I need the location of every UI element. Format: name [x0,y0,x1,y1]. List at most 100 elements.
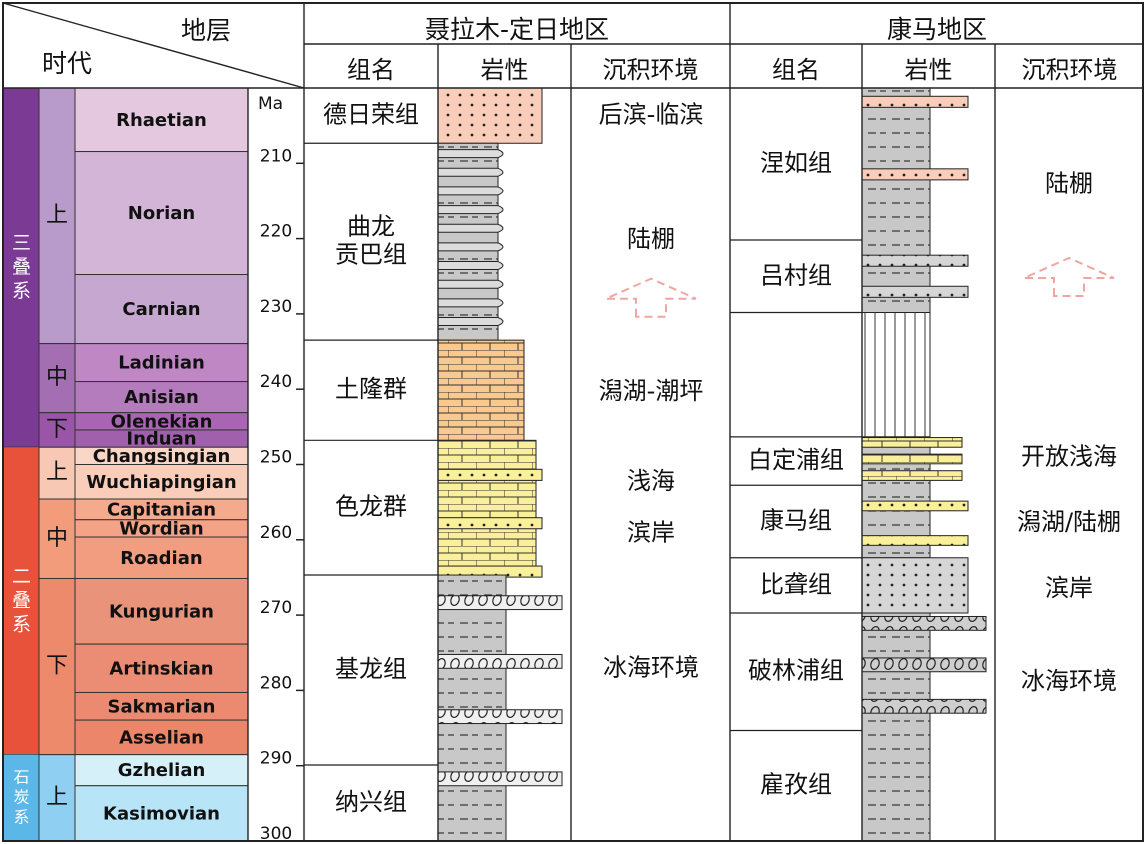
stage-name: Wordian [119,518,203,539]
era-label: 时代 [42,49,93,78]
kangmar-formation-name: 雇孜组 [760,771,832,799]
series-name: 下 [46,417,68,442]
time-tick-label: 270 [260,598,292,618]
nyalam-sand-lens [437,316,504,326]
kangmar-formation-name: 白定浦组 [748,446,844,474]
nyalam-formation-name: 色龙群 [335,493,407,521]
kangmar-diamictite-band-pattern [862,616,986,631]
stage-cell [74,274,249,345]
kangmar-formation-name: 吕村组 [760,261,832,289]
system-name-char: 炭 [13,787,29,806]
nyalam-sand-band-pattern [438,469,542,481]
nyalam-environment-label: 陆棚 [627,225,675,253]
kangmar-environment-label: 潟湖/陆棚 [1017,508,1121,536]
stage-name: Olenekian [111,411,213,432]
kangmar-environment-label: 滨岸 [1045,574,1093,602]
kangmar-sand-band-pattern [862,501,968,511]
kangmar-dolomite-band-pattern [862,437,962,448]
nyalam-sand-lens [437,261,504,271]
nyalam-environment-label: 滨岸 [627,519,675,547]
nyalam-diamictite-band-pattern [438,771,562,786]
time-tick-label: 210 [260,146,292,166]
stage-name: Kungurian [109,601,214,622]
stage-name: Kasimovian [103,803,220,824]
kangmar-sand-band-pattern [862,535,968,546]
nyalam-environment-label: 潟湖-潮坪 [599,377,704,405]
stage-cell [74,343,249,383]
time-tick-label: 260 [260,523,292,543]
nyalam-diamictite-band-pattern [438,709,562,724]
kangmar-formation-name: 康马组 [760,506,832,534]
stage-name: Norian [128,203,195,224]
stage-cell [74,719,249,756]
stage-name: Wuchiapingian [86,472,236,493]
timescale-unit: Ma [258,94,284,114]
stage-name: Sakmarian [108,696,216,717]
nyalam-diamictite-band-pattern [438,654,562,669]
series-name: 中 [46,526,68,551]
system-cell [4,754,39,841]
stage-cell [74,691,249,721]
time-tick-label: 300 [260,824,292,844]
system-cell [4,88,39,448]
kangmar-environment-label: 开放浅海 [1021,443,1117,471]
stage-cell [74,536,249,579]
series-cell [38,577,76,756]
nyalam-limestone-bed-pattern [438,340,524,441]
col-lithology-2: 岩性 [904,56,953,84]
system-name-char: 二 [12,565,31,587]
nyalam-sand-lens [437,223,504,233]
nyalam-formation-name: 曲龙 [347,213,395,241]
kangmar-formation-name: 比聋组 [760,570,832,598]
series-name: 下 [46,654,68,679]
nyalam-formation-name: 土隆群 [335,375,407,403]
nyalam-dolomite-bed-pattern [438,440,536,576]
kangmar-sandstone-band-pattern [862,96,968,108]
series-name: 上 [46,460,68,485]
region-kangmar-title: 康马地区 [886,15,987,44]
stage-cell [74,577,249,645]
kangmar-sand-band-pattern [862,255,968,267]
stage-name: Induan [126,429,196,450]
stage-name: Changsingian [93,446,231,467]
nyalam-sand-lens [437,298,504,308]
system-name-char: 系 [12,280,31,302]
nyalam-sandstone-bed-pattern [438,88,542,144]
nyalam-formation-name: 贡巴组 [335,241,407,269]
col-formation-1: 组名 [347,56,395,84]
kangmar-hiatus-pattern [862,312,930,437]
kangmar-environment-label: 陆棚 [1045,170,1093,198]
kangmar-shale-bed-pattern [862,88,930,313]
nyalam-sand-lens [437,242,504,252]
kangmar-formation-name: 破林浦组 [748,657,844,685]
kangmar-dolomite-band-pattern [862,454,962,464]
stage-name: Anisian [124,387,199,408]
system-name-char: 叠 [12,589,31,611]
series-name: 上 [46,785,68,810]
nyalam-sand-lens [437,205,504,215]
nyalam-sand-lens [437,167,504,177]
kangmar-formation-name: 涅如组 [760,149,832,177]
col-environment-1: 沉积环境 [602,56,699,84]
stage-name: Roadian [120,548,202,569]
system-name-char: 三 [12,232,31,254]
stage-name: Gzhelian [118,760,206,781]
nyalam-environment-label: 冰海环境 [603,653,699,681]
series-cell [38,446,76,500]
stage-name: Asselian [119,727,204,748]
kangmar-sand-band-pattern [862,286,968,298]
time-tick-label: 280 [260,673,292,693]
time-tick-label: 220 [260,222,292,242]
system-name-char: 石 [13,767,29,786]
nyalam-sand-lens [437,279,504,289]
col-lithology-1: 岩性 [480,56,529,84]
nyalam-arrow-icon [605,277,697,318]
kangmar-diamictite-band-pattern [862,699,986,714]
nyalam-diamictite-band-pattern [438,595,562,610]
system-cell [4,447,39,755]
nyalam-sand-band-pattern [438,517,542,529]
nyalam-sand-lens [437,149,504,159]
kangmar-diamictite-band-pattern [862,657,986,672]
series-name: 中 [46,365,68,390]
